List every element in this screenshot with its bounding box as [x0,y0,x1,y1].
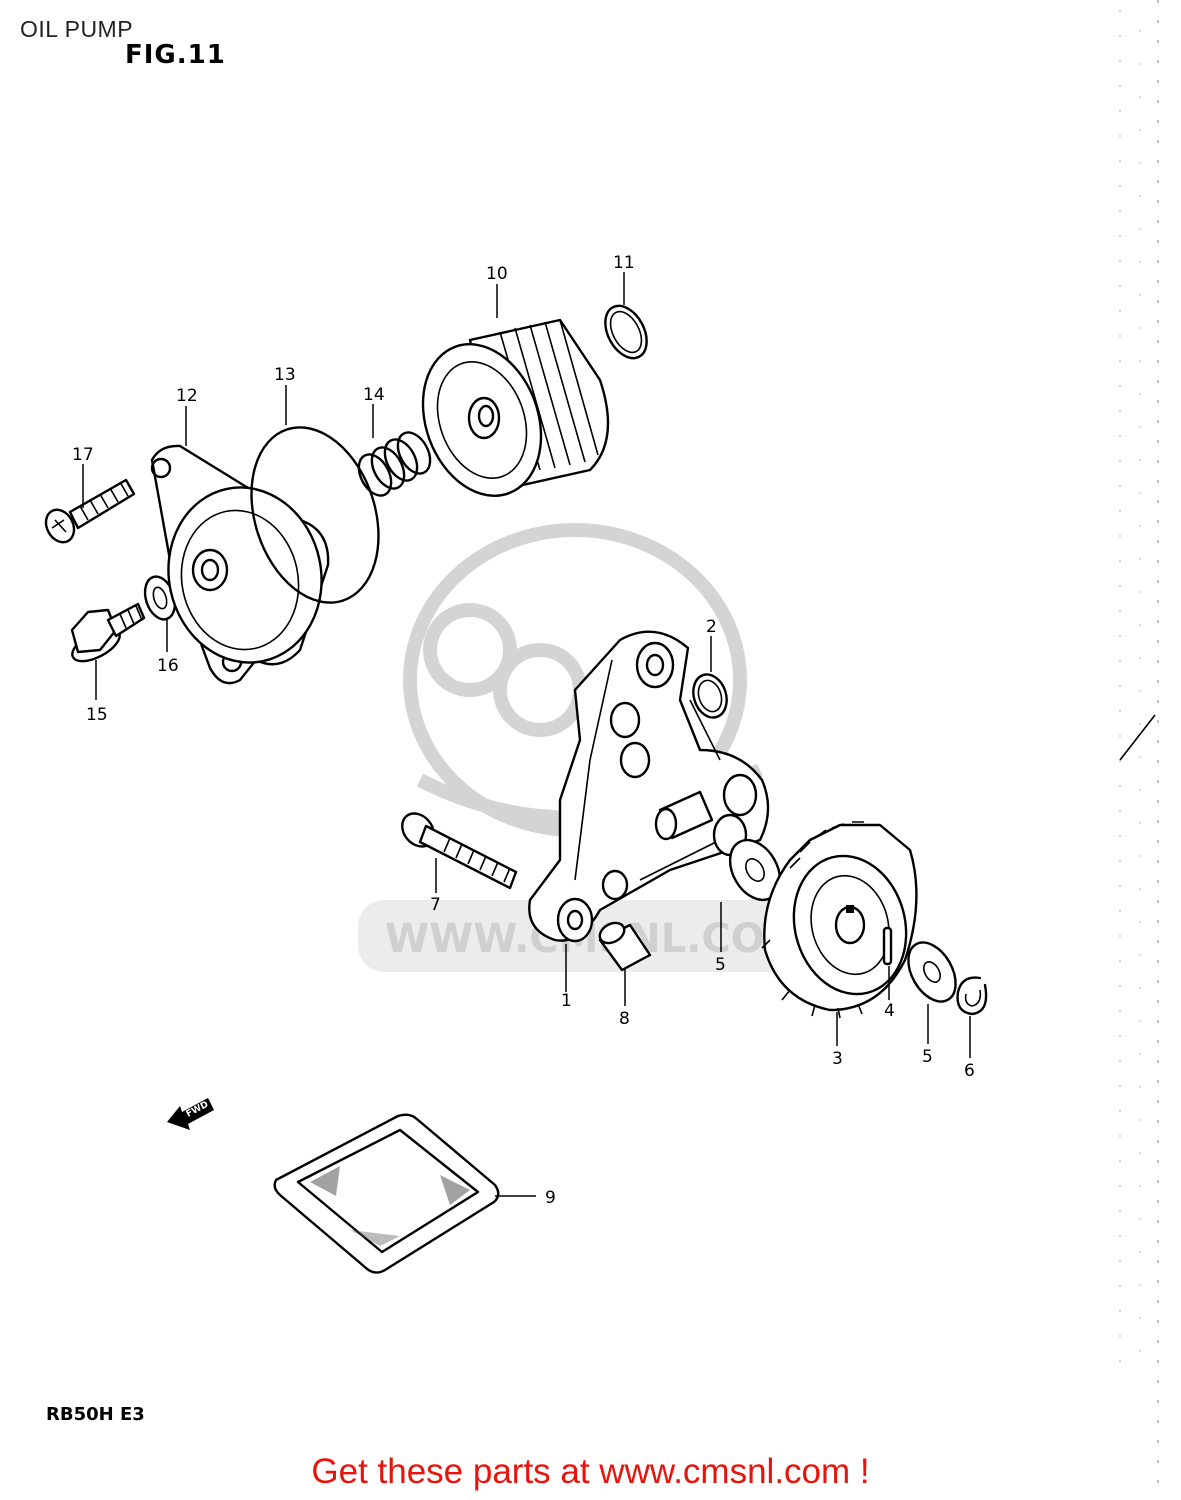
part-5-washer-lower [907,941,957,1003]
part-3-drive-gear [761,821,918,1019]
part-2-o-ring [692,673,728,719]
watermark-text: WWW.CMSNL.COM [385,916,805,962]
part-11-o-ring [604,304,648,360]
callout-7: 7 [430,895,441,915]
part-8-dowel-pin [598,921,652,972]
callout-2: 2 [706,617,717,637]
part-14-spring [357,431,432,497]
part-6-circlip [956,976,988,1016]
callout-8: 8 [619,1009,630,1029]
part-9-oil-strainer [273,1113,500,1274]
part-17-screw [44,478,136,544]
scan-edge-noise [1119,0,1159,1500]
fwd-arrow-icon: FWD [167,1098,214,1130]
callout-11: 11 [613,253,635,273]
part-1-oil-pump [528,630,770,943]
callout-4: 4 [884,1001,895,1021]
callout-10: 10 [486,264,508,284]
callout-16: 16 [157,656,179,676]
callout-13: 13 [274,365,296,385]
callout-14: 14 [363,385,385,405]
callout-6: 6 [964,1061,975,1081]
part-10-oil-filter [421,318,610,497]
callout-5-lower: 5 [922,1047,933,1067]
model-code: RB50H E3 [46,1404,145,1425]
part-12-filter-cover [150,444,330,685]
callout-17: 17 [72,445,94,465]
callout-15: 15 [86,705,108,725]
callout-labels: 10 11 13 12 14 17 16 15 2 7 5 1 8 4 3 5 … [72,253,975,1208]
leader-lines [82,272,971,1197]
figure-label: FIG.11 [125,40,226,70]
page-title: OIL PUMP [20,16,134,42]
callout-1: 1 [561,991,572,1011]
callout-5-upper: 5 [715,955,726,975]
part-7-screw [401,812,518,890]
promo-link[interactable]: Get these parts at www.cmsnl.com ! [311,1452,870,1491]
callout-12: 12 [176,386,198,406]
part-4-pin [882,926,893,966]
part-15-flange-bolt [70,602,146,663]
callout-3: 3 [832,1049,843,1069]
callout-9: 9 [545,1188,556,1208]
part-13-o-ring [250,426,380,604]
